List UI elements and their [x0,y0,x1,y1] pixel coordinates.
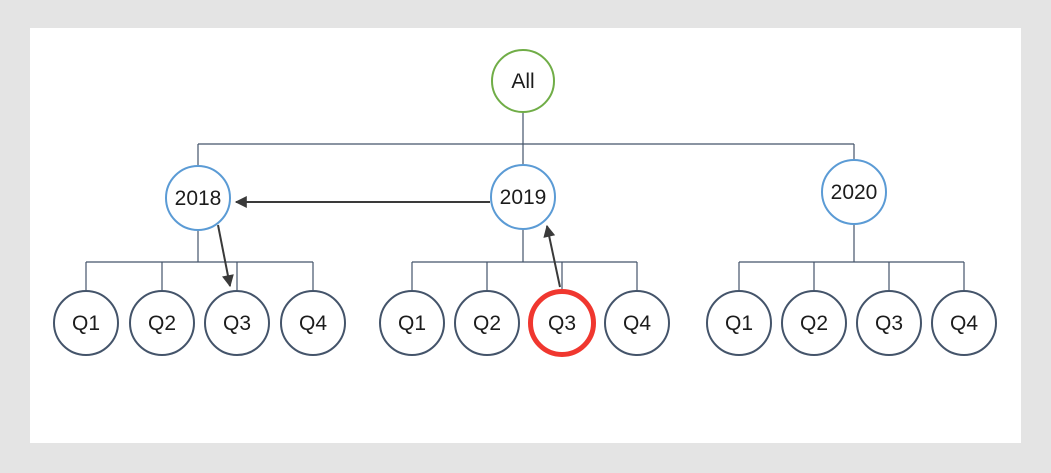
diagram-canvas: All 2018 2019 2020 Q1 Q2 Q3 Q4 Q1 Q2 [30,28,1021,443]
node-2018-q1[interactable]: Q1 [53,290,119,356]
node-quarter-label: Q3 [547,311,576,335]
node-quarter-label: Q2 [799,311,828,335]
node-2018-q3[interactable]: Q3 [204,290,270,356]
tree-connectors [85,113,965,290]
node-year-label: 2020 [830,180,878,204]
node-2020-q1[interactable]: Q1 [706,290,772,356]
node-quarter-label: Q3 [222,311,251,335]
node-2020-q3[interactable]: Q3 [856,290,922,356]
node-quarter-label: Q1 [724,311,753,335]
node-all[interactable]: All [491,49,555,113]
arrow-2019-q3-to-2019 [543,224,561,288]
node-2019-q1[interactable]: Q1 [379,290,445,356]
node-year-2018[interactable]: 2018 [165,165,231,231]
node-quarter-label: Q3 [874,311,903,335]
node-2019-q2[interactable]: Q2 [454,290,520,356]
arrow-2018-to-2018-q3 [217,224,234,288]
node-quarter-label: Q1 [397,311,426,335]
connector-layer [85,113,965,290]
node-2020-q2[interactable]: Q2 [781,290,847,356]
node-2018-q4[interactable]: Q4 [280,290,346,356]
node-year-label: 2019 [499,185,547,209]
node-quarter-label: Q4 [298,311,327,335]
node-2019-q4[interactable]: Q4 [604,290,670,356]
node-quarter-label: Q2 [472,311,501,335]
node-year-2020[interactable]: 2020 [821,159,887,225]
node-quarter-label: Q2 [147,311,176,335]
node-year-label: 2018 [174,186,222,210]
node-quarter-label: Q1 [71,311,100,335]
node-quarter-label: Q4 [949,311,978,335]
node-2019-q3-highlighted[interactable]: Q3 [528,289,596,357]
node-2020-q4[interactable]: Q4 [931,290,997,356]
node-all-label: All [511,69,535,93]
node-quarter-label: Q4 [622,311,651,335]
node-2018-q2[interactable]: Q2 [129,290,195,356]
node-year-2019[interactable]: 2019 [490,164,556,230]
